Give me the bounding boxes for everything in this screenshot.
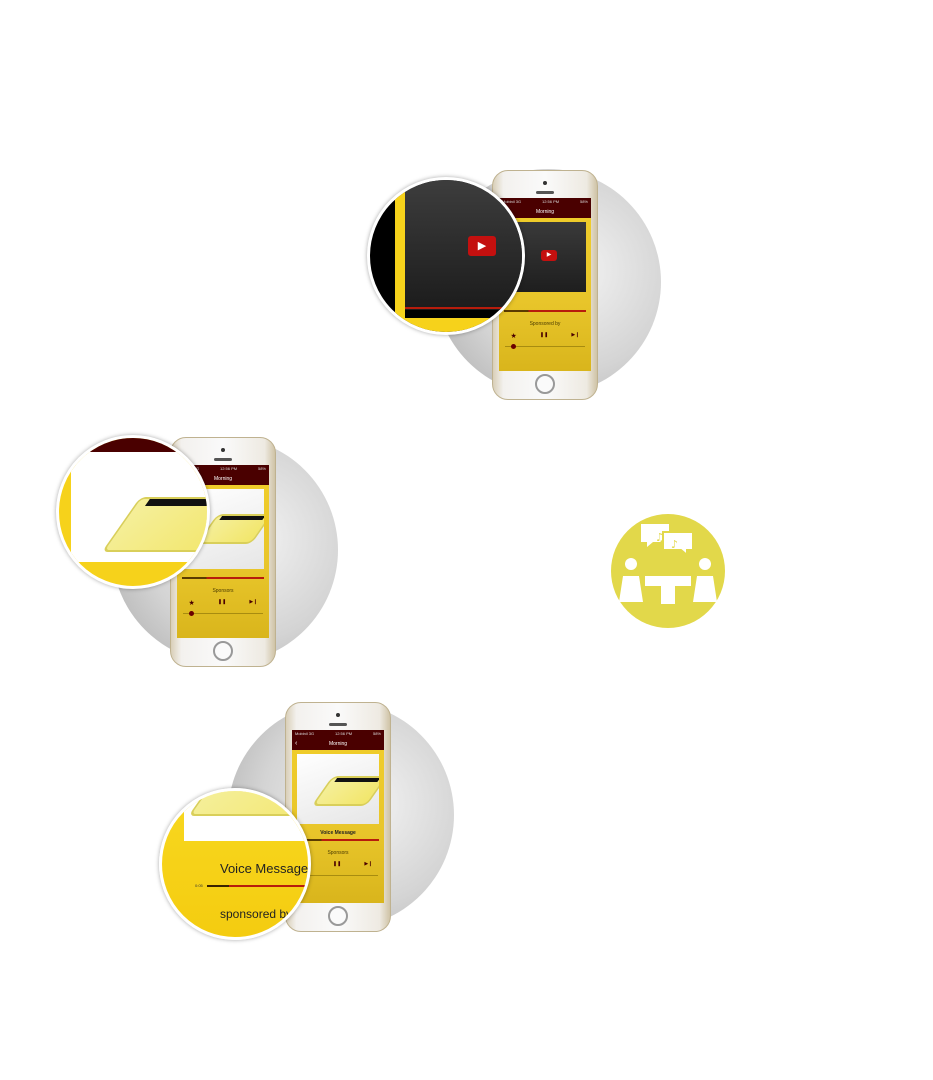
svg-text:♪: ♪ bbox=[671, 538, 678, 551]
screen-title: Morning bbox=[213, 476, 233, 482]
sponsor-label: Sponsors bbox=[327, 850, 349, 856]
battery: 58% bbox=[579, 199, 588, 204]
time: 12:56 PM bbox=[541, 199, 560, 204]
player-controls: ★ ❚❚ ▶❙ bbox=[499, 332, 591, 340]
zoom-phone-photo bbox=[188, 791, 308, 816]
meeting-music-icon: ♫ ♪ bbox=[611, 514, 725, 628]
battery: 58% bbox=[257, 466, 266, 471]
voice-message-label: Voice Message bbox=[320, 830, 356, 836]
star-icon[interactable]: ★ bbox=[188, 600, 195, 607]
battery: 58% bbox=[372, 731, 381, 736]
play-video-button[interactable]: ▶ bbox=[541, 250, 557, 261]
magnified-video: ▶ bbox=[367, 177, 525, 335]
zoom-sponsor-label: sponsored by bbox=[220, 907, 293, 921]
zoom-image-area bbox=[71, 452, 207, 562]
zoom-voice-label: Voice Message bbox=[220, 861, 309, 876]
next-icon[interactable]: ▶❙ bbox=[249, 599, 258, 605]
zoom-video-progress bbox=[405, 307, 522, 309]
star-icon[interactable]: ★ bbox=[510, 333, 517, 340]
screen-title: Morning bbox=[328, 741, 348, 747]
nav-bar: Morning bbox=[499, 206, 591, 218]
seek-thumb[interactable] bbox=[511, 344, 516, 349]
nav-bar: ‹ Morning bbox=[292, 738, 384, 750]
time: 12:56 PM bbox=[334, 731, 353, 736]
zoom-yellow-edge bbox=[395, 180, 405, 332]
seek-thumb[interactable] bbox=[189, 611, 194, 616]
camera bbox=[221, 448, 225, 452]
magnified-voice-message: Voice Message 0:05 sponsored by bbox=[159, 788, 311, 940]
content-image bbox=[297, 754, 379, 824]
zoom-image-area bbox=[184, 791, 308, 841]
home-button bbox=[213, 641, 233, 661]
app-screen: Mobinil 3G 12:56 PM 58% ‹ Morning Voice Mes… bbox=[292, 730, 384, 903]
back-icon[interactable]: ‹ bbox=[295, 740, 298, 747]
seek-slider[interactable] bbox=[183, 611, 263, 616]
status-bar: Mobinil 3G 12:56 PM 58% bbox=[292, 730, 384, 738]
zoom-play-button: ▶ bbox=[468, 236, 496, 256]
sponsor-label: Sponsors bbox=[212, 588, 234, 594]
pause-icon[interactable]: ❚❚ bbox=[539, 332, 549, 338]
speaker bbox=[214, 458, 232, 461]
zoom-dark-header bbox=[59, 438, 207, 452]
zoom-time: 0:05 bbox=[195, 883, 203, 888]
speaker bbox=[536, 191, 554, 194]
zoom-video-frame bbox=[405, 180, 522, 310]
camera bbox=[543, 181, 547, 185]
home-button bbox=[328, 906, 348, 926]
home-button bbox=[535, 374, 555, 394]
screen-title: Morning bbox=[535, 209, 555, 215]
audio-progress[interactable] bbox=[182, 577, 264, 579]
zoom-yellow-bottom bbox=[395, 318, 522, 332]
carrier: Mobinil 3G bbox=[295, 731, 315, 736]
phone-photo bbox=[311, 776, 379, 806]
seek-slider[interactable] bbox=[505, 344, 585, 349]
svg-text:♫: ♫ bbox=[655, 531, 665, 544]
pause-icon[interactable]: ❚❚ bbox=[217, 599, 227, 605]
audio-progress[interactable] bbox=[297, 839, 379, 841]
player-controls: ★ ❚❚ ▶❙ bbox=[177, 599, 269, 607]
zoom-progress bbox=[207, 885, 308, 887]
next-icon[interactable]: ▶❙ bbox=[571, 332, 580, 338]
audio-progress[interactable] bbox=[504, 310, 586, 312]
magnified-image bbox=[56, 435, 210, 589]
zoom-phone-photo bbox=[101, 497, 207, 552]
sponsor-label: Sponsored by bbox=[529, 321, 561, 327]
camera bbox=[336, 713, 340, 717]
meeting-icon-graphic: ♫ ♪ bbox=[619, 524, 717, 604]
pause-icon[interactable]: ❚❚ bbox=[332, 861, 342, 867]
speaker bbox=[329, 723, 347, 726]
time: 12:56 PM bbox=[219, 466, 238, 471]
next-icon[interactable]: ▶❙ bbox=[364, 861, 373, 867]
